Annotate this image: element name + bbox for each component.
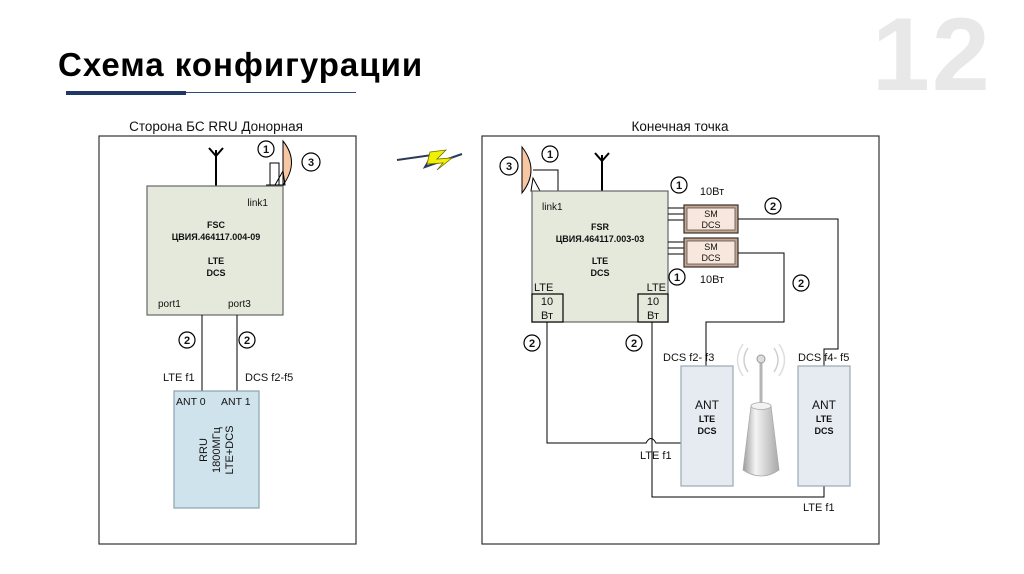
rru-ant0: ANT 0 (176, 396, 206, 408)
svg-text:2: 2 (244, 335, 250, 347)
cable-dcs-f2-f3 (705, 252, 785, 366)
svg-text:1: 1 (547, 149, 553, 161)
fsc-port1: port1 (158, 299, 181, 310)
amp-left-label: LTE (534, 282, 553, 294)
fsc-port3: port3 (228, 299, 251, 310)
dish-antenna-icon (521, 145, 559, 195)
svg-text:DCS: DCS (701, 220, 720, 230)
fsr-tech-lte: LTE (592, 256, 608, 266)
radio-tower-icon (736, 343, 786, 477)
amp-right-unit: Вт (647, 310, 659, 322)
amp-left-power: 10 (541, 296, 553, 308)
sm-module-2: SM DCS (668, 237, 739, 268)
fsr-tech-dcs: DCS (590, 268, 609, 278)
lte-link-label-2: LTE f1 (803, 502, 835, 514)
marker-2-sm-bottom: 2 (792, 274, 810, 292)
antenna-panel-2: ANT LTE DCS (797, 365, 851, 487)
fsc-code: ЦВИЯ.464117.004-09 (172, 232, 261, 242)
fsr-name: FSR (591, 222, 610, 232)
title-underline-thin (186, 92, 356, 93)
svg-text:DCS: DCS (814, 426, 833, 436)
fsc-name: FSC (207, 220, 226, 230)
marker-2-amp-left: 2 (523, 334, 541, 352)
svg-text:2: 2 (798, 278, 804, 290)
fsc-link-label: link1 (247, 198, 268, 209)
svg-text:3: 3 (308, 157, 314, 169)
svg-text:2: 2 (529, 338, 535, 350)
antenna-1-band: DCS f2- f3 (663, 352, 714, 364)
svg-text:1: 1 (676, 180, 682, 192)
antenna-panel-1: ANT LTE DCS (680, 365, 734, 487)
svg-text:SM: SM (704, 209, 718, 219)
amp-left-unit: Вт (541, 310, 553, 322)
marker-1: 1 (257, 140, 275, 158)
right-panel: Конечная точка 3 1 link1 FSR ЦВИЯ.464117… (481, 119, 880, 545)
marker-2-sm-top: 2 (764, 197, 782, 215)
sm-module-1-power: 10Вт (700, 186, 724, 198)
left-panel: Сторона БС RRU Донорная 1 3 link1 FSC ЦВ… (98, 119, 357, 545)
left-panel-frame (98, 135, 357, 545)
svg-text:3: 3 (506, 161, 512, 173)
svg-text:SM: SM (704, 242, 718, 252)
rru-unit: ANT 0 ANT 1 RRU 1800МГц LTE+DCS (173, 390, 260, 509)
fsc-tech-dcs: DCS (206, 268, 225, 278)
right-panel-frame (481, 135, 880, 545)
antenna-icon (594, 152, 610, 191)
dish-antenna-icon (266, 139, 292, 187)
cable-lte-left (546, 322, 681, 444)
rru-ant1: ANT 1 (221, 396, 251, 408)
wireless-link-icon (396, 149, 463, 171)
rru-frequency: 1800МГц (211, 426, 223, 473)
marker-2-amp-right: 2 (625, 334, 643, 352)
rru-label: RRU (198, 438, 210, 462)
left-panel-caption: Сторона БС RRU Донорная (129, 119, 303, 134)
antenna-2-band: DCS f4- f5 (798, 352, 849, 364)
marker-3: 3 (499, 156, 519, 176)
fsc-unit: link1 FSC ЦВИЯ.464117.004-09 LTE DCS por… (146, 185, 284, 316)
fsr-unit: link1 FSR ЦВИЯ.464117.003-03 LTE DCS LTE… (531, 190, 669, 323)
right-panel-caption: Конечная точка (632, 119, 729, 134)
amp-right-power: 10 (647, 296, 659, 308)
marker-1-link: 1 (541, 145, 559, 163)
svg-text:1: 1 (674, 272, 680, 284)
slide-number: 12 (872, 0, 992, 113)
cable-lte-right (651, 322, 825, 498)
link-label-dcs: DCS f2-f5 (245, 372, 293, 384)
antenna-icon (208, 147, 224, 186)
marker-1-sm-top: 1 (670, 176, 688, 194)
rru-tech: LTE+DCS (224, 425, 236, 474)
fsr-link-label: link1 (542, 202, 563, 213)
sm-module-2-power: 10Вт (700, 274, 724, 286)
link-label-lte: LTE f1 (163, 372, 195, 384)
svg-text:LTE: LTE (699, 414, 715, 424)
svg-text:LTE: LTE (816, 414, 832, 424)
svg-text:ANT: ANT (695, 398, 720, 412)
cable-dcs-f4-f5 (738, 218, 839, 366)
fsc-tech-lte: LTE (208, 256, 224, 266)
svg-text:2: 2 (770, 201, 776, 213)
svg-text:2: 2 (631, 338, 637, 350)
lte-link-label-1: LTE f1 (640, 450, 672, 462)
svg-text:1: 1 (263, 144, 269, 156)
sm-module-1: SM DCS (668, 204, 739, 234)
svg-text:ANT: ANT (812, 398, 837, 412)
slide-title: Схема конфигурации (58, 46, 424, 83)
svg-text:DCS: DCS (701, 253, 720, 263)
svg-text:2: 2 (184, 335, 190, 347)
marker-2-dcs: 2 (238, 331, 256, 349)
title-underline-thick (66, 91, 186, 95)
marker-3: 3 (301, 152, 321, 172)
amp-right-label: LTE (647, 282, 666, 294)
marker-1-sm-bottom: 1 (668, 268, 686, 286)
svg-text:DCS: DCS (697, 426, 716, 436)
marker-2-lte: 2 (178, 331, 196, 349)
fsr-code: ЦВИЯ.464117.003-03 (556, 234, 645, 244)
